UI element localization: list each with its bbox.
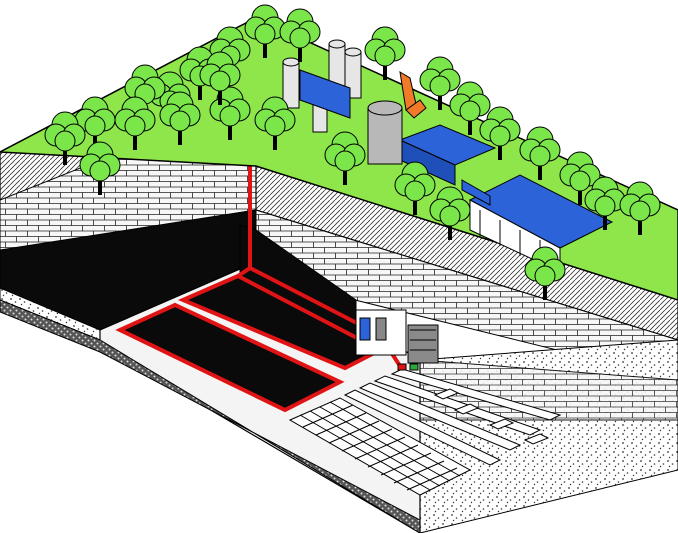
silo-icon [282, 39, 362, 133]
tree-icon [519, 126, 561, 180]
surface-plant [282, 39, 614, 273]
pillar-blocks [433, 388, 550, 445]
tree-icon [209, 86, 251, 140]
tree-icon [159, 91, 201, 145]
grid-panels [288, 397, 472, 496]
tree-icon [254, 96, 296, 150]
tree-icon [244, 4, 286, 58]
tree-icon [394, 161, 436, 215]
ore-panel-1 [115, 302, 345, 413]
mine-cutaway [0, 146, 562, 533]
right-face-strata [255, 165, 678, 533]
tree-icon [449, 81, 491, 135]
tree-icon [429, 186, 471, 240]
bottom-gravel-edge [0, 299, 421, 533]
conveyor-icon [461, 179, 491, 206]
tree-icon [364, 26, 406, 80]
tree-icon [44, 111, 86, 165]
tank-icon [367, 100, 403, 165]
trees [44, 4, 661, 300]
underground-equipment [355, 309, 439, 371]
tree-icon [479, 106, 521, 160]
blue-building-left [299, 69, 351, 119]
tree-icon [79, 141, 121, 195]
tree-icon [199, 51, 241, 105]
tree-icon [559, 151, 601, 205]
tree-icon [114, 96, 156, 150]
tree-icon [524, 246, 566, 300]
tree-icon [279, 8, 321, 62]
long-drift-panels [343, 368, 562, 466]
tree-icon [619, 181, 661, 235]
tree-icon [419, 56, 461, 110]
tree-icon [584, 176, 626, 230]
tree-icon [124, 64, 166, 118]
tree-icon [324, 131, 366, 185]
